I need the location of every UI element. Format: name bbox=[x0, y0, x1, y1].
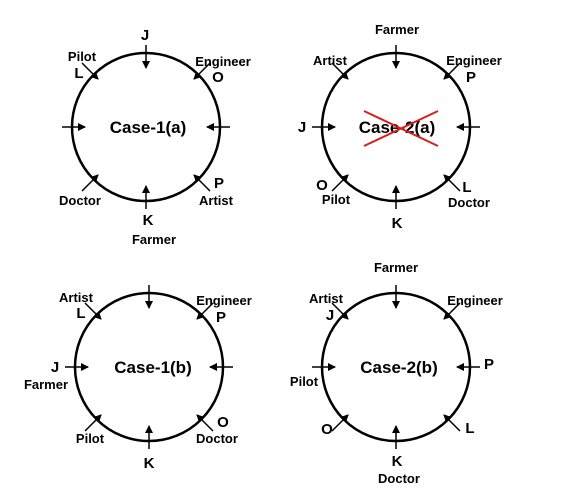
case-1a-top-right-letter: O bbox=[212, 69, 224, 86]
case-2a-top-right-letter: P bbox=[466, 69, 476, 86]
case-2b-bottom-left-letter: O bbox=[321, 421, 333, 438]
case-1a-bottom-left-role: Doctor bbox=[59, 193, 101, 208]
case-1b-arrow-bottom-right bbox=[196, 414, 214, 432]
case-2a-top-role: Farmer bbox=[375, 22, 419, 37]
case-1b-left-role: Farmer bbox=[24, 377, 68, 392]
case-2b-arrow-top-left bbox=[331, 302, 349, 320]
case-1a-bottom-role: Farmer bbox=[132, 232, 176, 247]
case-1a-top-letter: J bbox=[141, 27, 149, 44]
case-1b-bottom-left-role: Pilot bbox=[76, 431, 105, 446]
case-1b-arrow-bottom-left bbox=[84, 414, 102, 432]
case-2a-top-left-role: Artist bbox=[313, 53, 348, 68]
case-2b-arrow-top-right bbox=[443, 302, 461, 320]
case-2b-bottom-right-letter: L bbox=[465, 420, 474, 437]
case-1a-diagram: Case-1(a) J Engineer O P Artist K Farmer… bbox=[59, 27, 251, 247]
case-1b-bottom-right-role: Doctor bbox=[196, 431, 238, 446]
case-1a-arrow-top-left bbox=[81, 62, 99, 80]
case-1a-title: Case-1(a) bbox=[110, 118, 187, 137]
case-1b-bottom-right-letter: O bbox=[217, 414, 229, 431]
case-1b-top-right-letter: P bbox=[216, 309, 226, 326]
case-1b-diagram: Case-1(b) Engineer P O Doctor K Pilot J … bbox=[24, 285, 252, 472]
case-2a-bottom-letter: K bbox=[392, 215, 403, 232]
case-2a-arrow-bottom-right bbox=[443, 174, 461, 192]
case-2b-bottom-letter: K bbox=[392, 453, 403, 470]
case-1a-top-left-letter: L bbox=[74, 65, 83, 82]
case-1a-bottom-right-letter: P bbox=[214, 175, 224, 192]
case-2a-bottom-left-letter: O bbox=[316, 177, 328, 194]
case-2a-arrow-bottom-left bbox=[331, 174, 349, 192]
case-1b-bottom-letter: K bbox=[144, 455, 155, 472]
case-2b-bottom-role: Doctor bbox=[378, 471, 420, 486]
case-2a-cross-out-mark bbox=[363, 110, 439, 147]
case-2a-left-letter: J bbox=[298, 119, 306, 136]
case-2b-title: Case-2(b) bbox=[360, 358, 437, 377]
case-1b-arrow-top-left bbox=[84, 302, 102, 320]
case-1a-bottom-right-role: Artist bbox=[199, 193, 234, 208]
case-1a-arrow-bottom-left bbox=[81, 174, 99, 192]
case-2b-top-left-role: Artist bbox=[309, 291, 344, 306]
case-2a-bottom-right-letter: L bbox=[462, 179, 471, 196]
case-1a-top-right-role: Engineer bbox=[195, 54, 251, 69]
case-1b-left-letter: J bbox=[51, 359, 59, 376]
case-2a-top-right-role: Engineer bbox=[446, 53, 502, 68]
case-2b-diagram: Case-2(b) Farmer Engineer P L K Doctor O… bbox=[290, 260, 503, 486]
case-2b-left-role: Pilot bbox=[290, 374, 319, 389]
case-2b-arrow-bottom-right bbox=[443, 414, 461, 432]
case-2b-top-right-role: Engineer bbox=[447, 293, 503, 308]
case-1b-top-left-role: Artist bbox=[59, 290, 94, 305]
case-2a-arrow-top-left bbox=[331, 62, 349, 80]
case-2a-bottom-right-role: Doctor bbox=[448, 195, 490, 210]
case-2a-bottom-left-role: Pilot bbox=[322, 192, 351, 207]
case-1a-top-left-role: Pilot bbox=[68, 49, 97, 64]
case-1a-arrow-bottom-right bbox=[193, 174, 211, 192]
case-2b-top-left-letter: J bbox=[326, 307, 334, 324]
case-2b-arrow-bottom-left bbox=[331, 414, 349, 432]
case-2a-diagram: Case-2(a) Farmer Engineer P L Doctor K O… bbox=[298, 22, 502, 232]
case-1a-arrow-top-right bbox=[193, 62, 211, 80]
case-1b-title: Case-1(b) bbox=[114, 358, 191, 377]
case-1b-arrow-top-right bbox=[196, 302, 214, 320]
case-2a-arrow-top-right bbox=[443, 62, 461, 80]
case-1b-top-right-role: Engineer bbox=[196, 293, 252, 308]
case-1a-bottom-letter: K bbox=[143, 212, 154, 229]
case-2b-top-role: Farmer bbox=[374, 260, 418, 275]
case-1b-top-left-letter: L bbox=[76, 305, 85, 322]
case-2b-right-letter: P bbox=[484, 356, 494, 373]
